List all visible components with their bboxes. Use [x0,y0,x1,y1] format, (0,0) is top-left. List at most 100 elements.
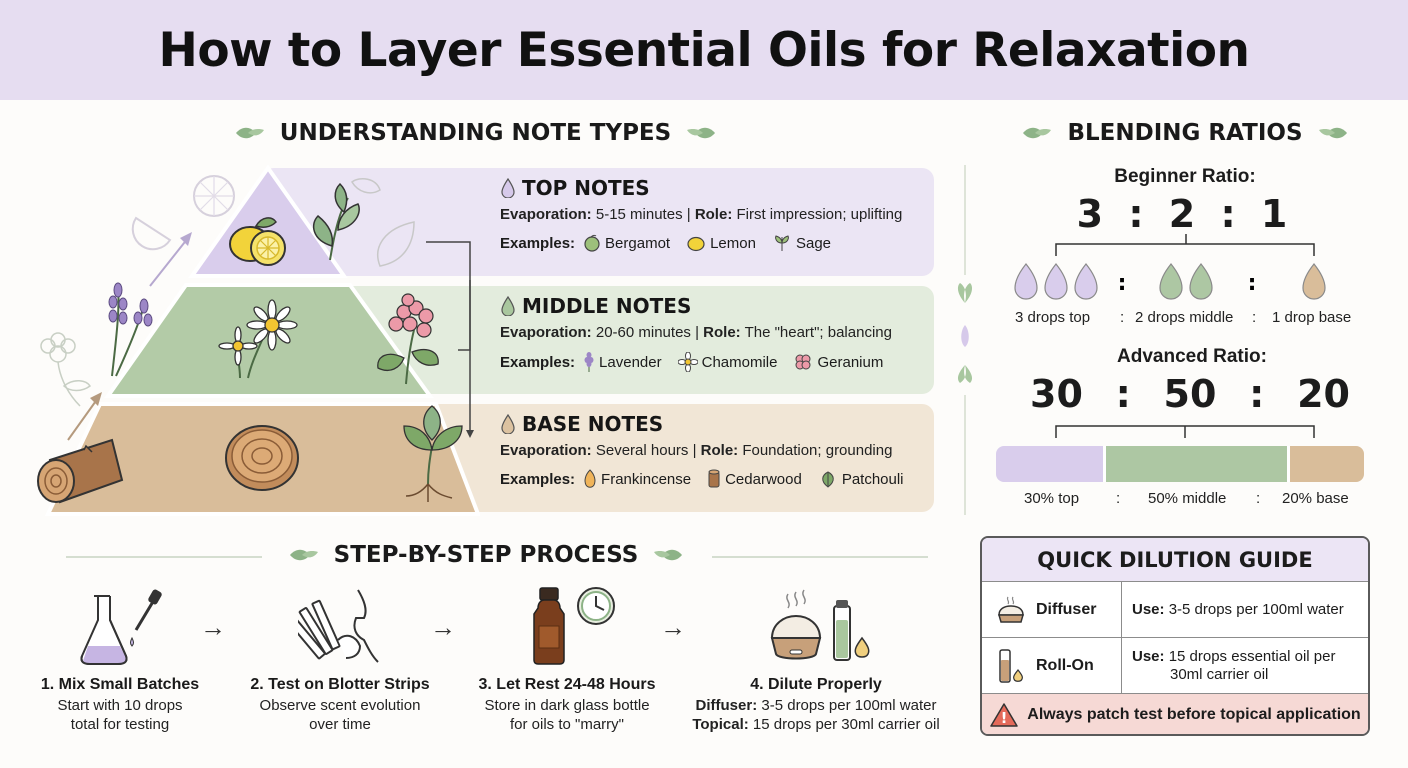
step-arrow: → [430,612,456,642]
ratio-colon: : [1118,271,1127,296]
lemon-illustration [229,217,286,266]
geranium-icon [795,354,811,370]
advanced-caption-sep: : [1256,490,1261,507]
frankincense-icon [584,469,596,488]
beginner-caption-middle: 2 drops middle [1135,309,1234,326]
base-notes-block: BASE NOTES Evaporation: Several hours | … [500,412,930,489]
advanced-ratio-bar [996,446,1364,482]
example-lavender: Lavender [583,351,662,373]
step-title: 1. Mix Small Batches [40,676,200,693]
drop-icon [501,414,515,434]
cedarwood-icon [708,469,720,488]
ratio-colon: : [1249,372,1265,416]
dilution-name: Roll-On [1036,656,1094,674]
dilution-guide-title: QUICK DILUTION GUIDE [982,538,1368,582]
warning-icon: ! [990,703,1019,727]
top-notes-details: Evaporation: 5-15 minutes | Role: First … [500,206,903,223]
base-notes-title: BASE NOTES [500,412,930,436]
step-title: 3. Let Rest 24-48 Hours [478,676,656,693]
steps-heading: STEP-BY-STEP PROCESS [276,542,696,568]
step-2: 2. Test on Blotter Strips Observe scent … [230,676,450,734]
sage-icon [775,235,789,251]
example-lemon: Lemon [686,234,756,252]
ratio-bar-base [1290,446,1364,482]
example-bergamot: Bergamot [583,234,670,252]
patchouli-illustration [403,405,463,502]
chamomile-illustration [218,299,298,379]
beginner-caption-base: 1 drop base [1272,309,1352,326]
leaf-sprig-icon [1318,127,1347,139]
flask-dropper-icon [80,589,162,665]
beginner-caption-top: 3 drops top [1015,309,1091,326]
diffuser-rollon-icon [770,589,870,661]
blending-heading-text: BLENDING RATIOS [1067,120,1303,146]
step-title: 4. Dilute Properly [750,676,882,693]
middle-notes-examples: Examples: Lavender Chamomile Geranium [500,351,930,373]
note-types-heading-text: UNDERSTANDING NOTE TYPES [279,120,672,146]
step-arrow: → [200,612,226,642]
warning-text: Always patch test before topical applica… [1027,706,1361,723]
note-types-heading: UNDERSTANDING NOTE TYPES [228,120,723,146]
leaf-sprig-icon [289,549,318,561]
drop-icon [501,178,515,198]
divider-vine [957,165,973,515]
advanced-ratio-value: 30 : 50 : 20 [1030,372,1350,420]
middle-drop [1189,263,1213,300]
steps-heading-text: STEP-BY-STEP PROCESS [333,542,639,568]
diffuser-icon [998,596,1024,623]
step-1: 1. Mix Small Batches Start with 10 drops… [10,676,230,734]
lemon-icon [687,236,705,252]
step-title: 2. Test on Blotter Strips [250,676,430,693]
log-illustration [37,438,124,504]
ratio-colon: : [1115,372,1131,416]
top-notes-band [262,168,934,276]
step-desc: Start with 10 drops total for testing [57,697,183,733]
roll-on-bottle-icon [999,648,1023,683]
bergamot-icon [584,234,600,252]
middle-notes-details: Evaporation: 20-60 minutes | Role: The "… [500,324,892,341]
step-arrow: → [660,612,686,642]
ratio-bar-middle [1106,446,1291,482]
beginner-caption-sep: : [1120,309,1125,326]
middle-drop [1159,263,1183,300]
top-notes-examples: Examples: Bergamot Lemon Sage [500,234,832,252]
ratio-colon: : [1248,271,1257,296]
dilution-name: Diffuser [1036,600,1097,618]
middle-notes-block: MIDDLE NOTES Evaporation: 20-60 minutes … [500,294,930,373]
geranium-illustration [377,293,439,385]
advanced-ratio-top: 30 [1030,372,1083,416]
beginner-ratio-label: Beginner Ratio: [1114,166,1256,187]
advanced-caption-top: 30% top [1024,490,1080,507]
advanced-ratio-base: 20 [1297,372,1350,416]
lavender-icon [584,352,594,372]
step-desc: Diffuser: 3-5 drops per 100ml water Topi… [692,697,940,733]
base-notes-details: Evaporation: Several hours | Role: Found… [500,442,893,459]
leaf-sprig-icon [687,127,716,139]
patch-test-warning: ! Always patch test before topical appli… [982,694,1368,734]
advanced-caption-base: 20% base [1282,490,1349,507]
advanced-bracket [1055,425,1315,438]
leaf-sprig-icon [235,127,264,139]
ratio-bar-top [996,446,1107,482]
top-notes-title: TOP NOTES [500,176,930,200]
chamomile-icon [677,352,698,372]
top-notes-block: TOP NOTES Evaporation: 5-15 minutes | Ro… [500,176,930,253]
step-desc: Store in dark glass bottle for oils to "… [484,697,650,733]
base-notes-examples: Examples: Frankincense Cedarwood Patchou… [500,469,904,488]
drop-icon [501,296,515,316]
top-drop [1074,263,1098,300]
leaf-sprig-icon [1023,127,1052,139]
dark-bottle-clock-icon [533,587,615,665]
advanced-caption-middle: 50% middle [1148,490,1227,507]
advanced-ratio-label: Advanced Ratio: [1117,346,1267,367]
blending-heading: BLENDING RATIOS [1010,120,1360,146]
advanced-caption-sep: : [1116,490,1121,507]
note-pyramid [37,164,480,516]
dilution-guide: QUICK DILUTION GUIDE Diffuser Use: 3-5 d… [980,536,1370,736]
step-desc: Observe scent evolution over time [259,697,421,733]
title-bar: How to Layer Essential Oils for Relaxati… [0,0,1408,100]
example-chamomile: Chamomile [677,352,777,372]
leaf-sprig-icon [654,549,683,561]
